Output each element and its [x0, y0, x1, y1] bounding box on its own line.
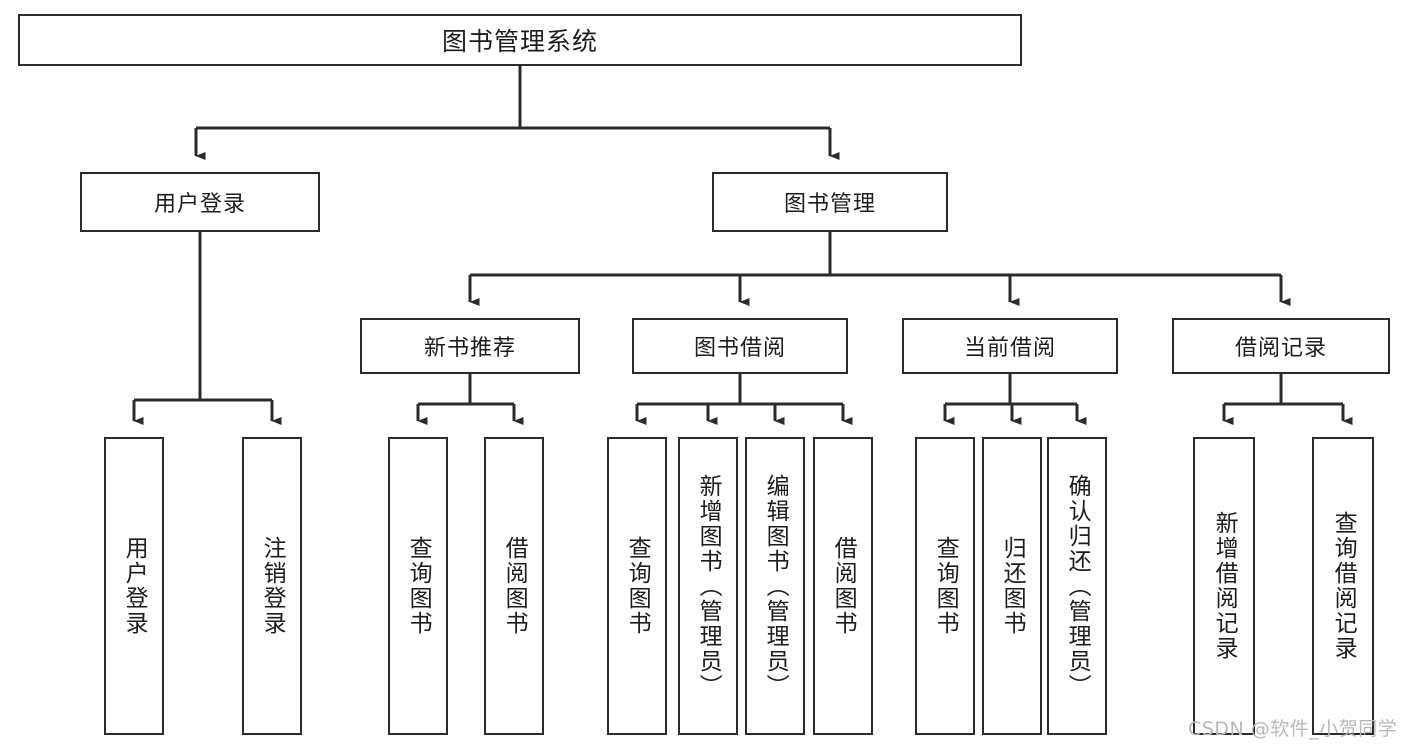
node-leaf-user-login[interactable]: 用户登录 [104, 437, 164, 735]
node-leaf-query-book-3[interactable]: 查询图书 [915, 437, 975, 735]
node-label: 图书管理 [783, 192, 876, 217]
node-label: 查询借阅记录 [1330, 511, 1357, 661]
node-root-system[interactable]: 图书管理系统 [18, 14, 1022, 66]
node-label: 新增图书（管理员） [695, 473, 722, 699]
node-leaf-add-book[interactable]: 新增图书（管理员） [678, 437, 738, 735]
node-leaf-add-record[interactable]: 新增借阅记录 [1193, 437, 1255, 735]
node-label: 用户登录 [121, 536, 148, 636]
node-label: 借阅图书 [830, 536, 857, 636]
node-new-book-recommend[interactable]: 新书推荐 [360, 318, 580, 374]
node-label: 确认归还（管理员） [1064, 473, 1091, 699]
node-borrow-record[interactable]: 借阅记录 [1172, 318, 1390, 374]
node-label: 用户登录 [153, 192, 246, 217]
node-leaf-borrow-book-1[interactable]: 借阅图书 [484, 437, 544, 735]
node-label: 借阅图书 [501, 536, 528, 636]
node-book-borrow[interactable]: 图书借阅 [632, 318, 848, 374]
node-label: 借阅记录 [1234, 336, 1327, 361]
node-label: 图书管理系统 [441, 27, 598, 56]
node-label: 编辑图书（管理员） [762, 473, 789, 699]
node-label: 查询图书 [932, 536, 959, 636]
csdn-watermark: CSDN @软件_小贺同学 [1188, 718, 1398, 740]
node-label: 当前借阅 [963, 336, 1056, 361]
node-current-borrow[interactable]: 当前借阅 [902, 318, 1118, 374]
node-label: 归还图书 [999, 536, 1026, 636]
node-book-management[interactable]: 图书管理 [712, 172, 948, 232]
node-label: 图书借阅 [693, 336, 786, 361]
node-label: 新书推荐 [423, 336, 516, 361]
node-leaf-borrow-book-2[interactable]: 借阅图书 [813, 437, 873, 735]
node-leaf-edit-book[interactable]: 编辑图书（管理员） [745, 437, 805, 735]
node-label: 查询图书 [405, 536, 432, 636]
node-leaf-query-book-1[interactable]: 查询图书 [388, 437, 448, 735]
node-leaf-query-record[interactable]: 查询借阅记录 [1312, 437, 1374, 735]
node-leaf-query-book-2[interactable]: 查询图书 [607, 437, 667, 735]
node-user-login[interactable]: 用户登录 [80, 172, 320, 232]
node-leaf-return-book[interactable]: 归还图书 [982, 437, 1042, 735]
node-label: 查询图书 [624, 536, 651, 636]
node-leaf-confirm-return[interactable]: 确认归还（管理员） [1047, 437, 1107, 735]
node-label: 注销登录 [259, 536, 286, 636]
node-label: 新增借阅记录 [1211, 511, 1238, 661]
node-leaf-logout[interactable]: 注销登录 [242, 437, 302, 735]
